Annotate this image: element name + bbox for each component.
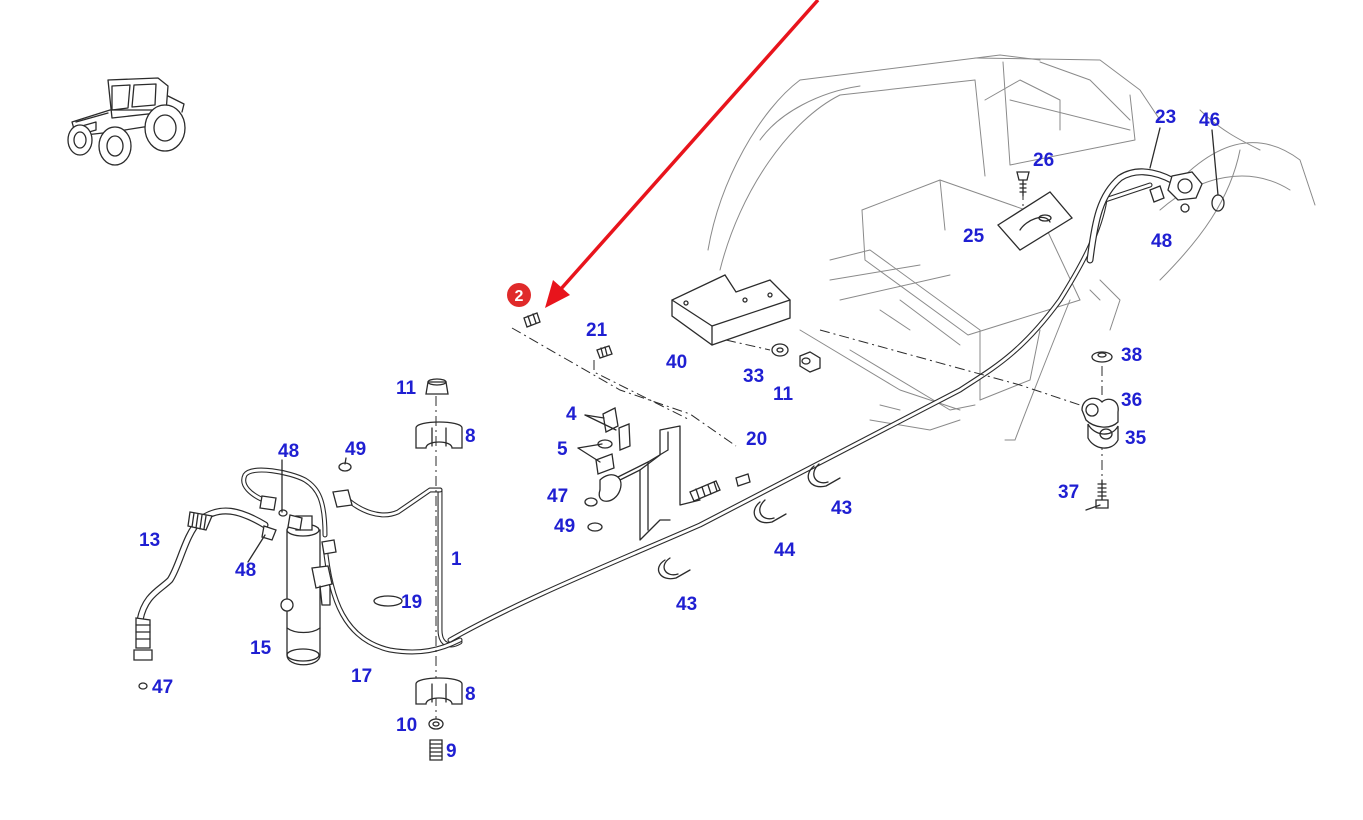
label-part-37[interactable]: 37 [1058,482,1079,503]
washer-10[interactable] [428,718,444,730]
label-part-4[interactable]: 4 [566,404,577,425]
cab-frame-outline [707,54,1316,441]
label-part-48-upper[interactable]: 48 [278,441,299,462]
label-part-43-upper[interactable]: 43 [831,498,852,519]
label-part-44[interactable]: 44 [774,540,796,561]
reference-line-33 [725,339,771,351]
nut-11-right[interactable] [799,351,821,373]
hose-13[interactable] [133,507,269,690]
label-part-38[interactable]: 38 [1121,345,1142,366]
callout-arrow [545,0,820,308]
callout-arrow-line [558,0,820,292]
label-part-23[interactable]: 23 [1155,107,1176,128]
pipe-20[interactable] [447,182,1153,643]
label-part-35[interactable]: 35 [1125,428,1147,449]
fitting-right-receiver[interactable] [321,539,337,555]
pipe-receiver-top[interactable] [241,467,328,538]
clip-8-upper[interactable] [415,421,463,449]
fitting-2[interactable] [523,312,541,328]
tractor-thumbnail[interactable] [67,77,186,166]
cable-tie-43-lower[interactable] [657,557,691,580]
fitting-49-upper[interactable] [332,462,353,508]
reference-line-21 [593,360,691,421]
screw-26[interactable] [1016,171,1030,197]
callout-arrow-head [545,280,570,308]
label-part-21[interactable]: 21 [586,320,608,341]
label-part-48-right[interactable]: 48 [1151,231,1172,252]
cable-tie-44[interactable] [753,499,787,524]
ring-19[interactable] [373,595,403,607]
label-part-20[interactable]: 20 [746,429,767,450]
label-part-8-upper[interactable]: 8 [465,426,476,447]
plate-25[interactable] [997,191,1073,251]
bracket-40[interactable] [671,274,791,346]
label-part-17[interactable]: 17 [351,666,372,687]
label-part-47-left[interactable]: 47 [152,677,173,698]
pipe-1[interactable] [345,487,463,648]
label-part-10[interactable]: 10 [396,715,417,736]
cable-tie-43-upper[interactable] [807,463,841,488]
label-part-49-lower[interactable]: 49 [554,516,575,537]
label-part-25[interactable]: 25 [963,226,985,247]
label-part-9[interactable]: 9 [446,741,457,762]
label-part-13[interactable]: 13 [139,530,160,551]
fitting-48-lower[interactable] [261,525,277,541]
bracket-assembly[interactable] [584,407,701,541]
callout-badge[interactable]: 2 [507,283,531,307]
washer-33[interactable] [771,343,789,357]
clip-8-lower[interactable] [415,677,463,705]
label-part-49-upper[interactable]: 49 [345,439,366,460]
label-part-48-lower[interactable]: 48 [235,560,256,581]
label-part-36[interactable]: 36 [1121,390,1142,411]
pipe-coupling[interactable] [689,473,751,502]
fitting-48-upper[interactable] [259,495,303,531]
bolt-9[interactable] [429,739,443,761]
clamp-35[interactable] [1087,423,1119,449]
label-part-46[interactable]: 46 [1199,110,1220,131]
reference-line-badge [511,327,737,447]
label-part-8-lower[interactable]: 8 [465,684,476,705]
label-part-11-upper[interactable]: 11 [396,378,417,399]
label-part-47-right[interactable]: 47 [547,486,568,507]
nut-11-upper[interactable] [425,378,449,395]
label-part-11-right[interactable]: 11 [773,384,794,405]
washer-38[interactable] [1091,351,1113,363]
receiver-drier-15[interactable] [280,515,333,666]
label-part-33[interactable]: 33 [743,366,764,387]
bolt-37[interactable] [1095,479,1109,509]
callout-badge-label: 2 [515,288,524,305]
part-labels: 1 4 5 8 8 9 10 11 11 13 15 17 19 20 21 2… [139,107,1220,762]
label-part-40[interactable]: 40 [666,352,687,373]
hose-23[interactable] [1086,168,1203,264]
label-part-5[interactable]: 5 [557,439,568,460]
clamp-36[interactable] [1081,397,1119,428]
label-part-15[interactable]: 15 [250,638,272,659]
label-part-1[interactable]: 1 [451,549,462,570]
fitting-21[interactable] [596,345,613,359]
leader-lines [247,127,1219,563]
label-part-43-lower[interactable]: 43 [676,594,697,615]
label-part-26[interactable]: 26 [1033,150,1054,171]
label-part-19[interactable]: 19 [401,592,422,613]
reference-line-clamp [819,329,1096,411]
